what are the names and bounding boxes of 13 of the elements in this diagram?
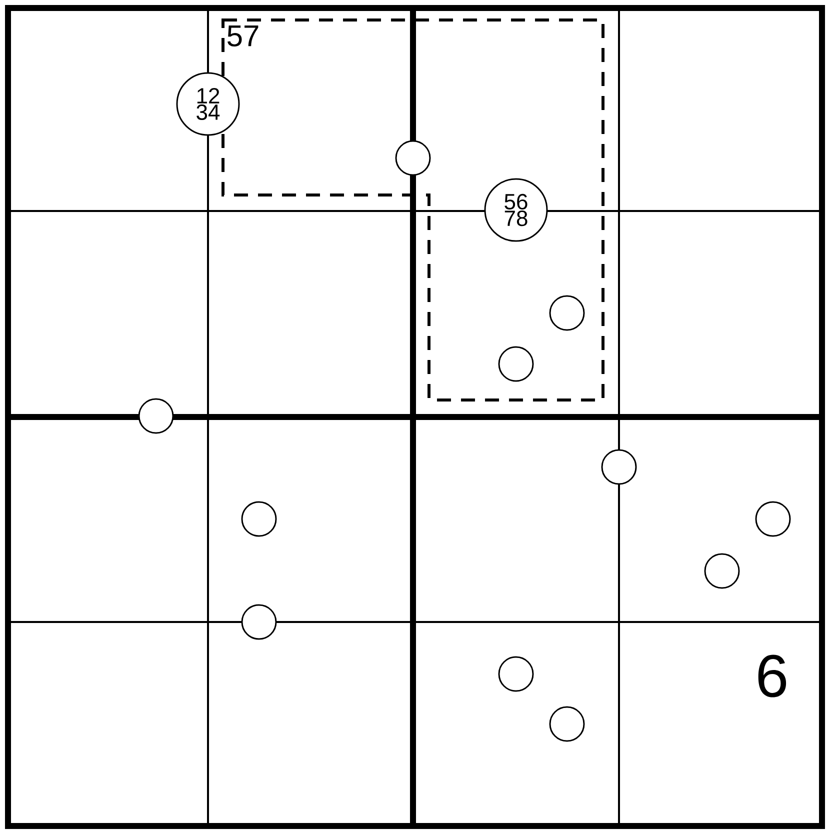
cage-sum: 57 bbox=[225, 24, 261, 48]
empty-circle bbox=[498, 656, 534, 692]
empty-circle bbox=[601, 449, 637, 485]
empty-circle bbox=[755, 501, 791, 537]
given-digit: 6 bbox=[758, 654, 786, 698]
empty-circle bbox=[138, 398, 174, 434]
empty-circle bbox=[241, 604, 277, 640]
empty-circle bbox=[549, 295, 585, 331]
empty-circle bbox=[549, 706, 585, 742]
empty-circle bbox=[395, 140, 431, 176]
empty-circle bbox=[704, 553, 740, 589]
empty-circle bbox=[498, 346, 534, 382]
empty-circle bbox=[241, 501, 277, 537]
